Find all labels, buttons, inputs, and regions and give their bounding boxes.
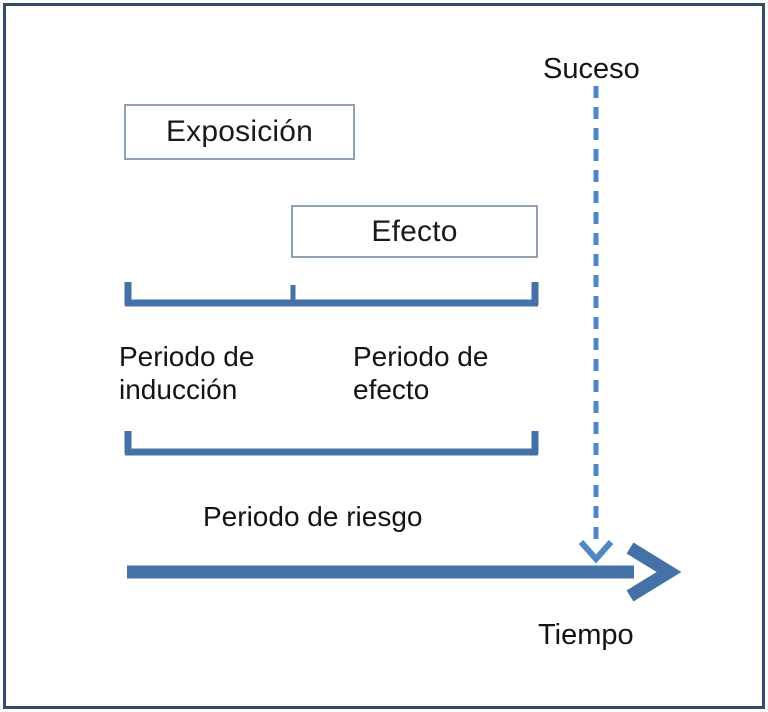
horizontal-time-arrowhead: [626, 542, 682, 602]
efecto-box[interactable]: Efecto: [291, 205, 538, 258]
periodo-riesgo-label: Periodo de riesgo: [203, 501, 423, 532]
diagram-vector-layer: [124, 86, 682, 602]
periodo-induccion-label: Periodo de inducción: [119, 341, 255, 406]
horizontal-time-arrow: [127, 542, 682, 602]
upper-bracket: [124, 282, 539, 307]
periodo-efecto-label: Periodo de efecto: [353, 341, 489, 406]
tiempo-label: Tiempo: [538, 619, 634, 651]
diagram-stage: Exposición Efecto Suceso Periodo de indu…: [6, 6, 762, 706]
exposicion-box[interactable]: Exposición: [124, 104, 355, 160]
vertical-event-arrow: [578, 86, 614, 564]
vertical-event-arrowhead: [578, 540, 614, 564]
lower-bracket: [124, 431, 539, 456]
exposicion-box-label: Exposición: [165, 115, 314, 148]
efecto-box-label: Efecto: [371, 214, 458, 248]
suceso-label: Suceso: [543, 53, 640, 85]
